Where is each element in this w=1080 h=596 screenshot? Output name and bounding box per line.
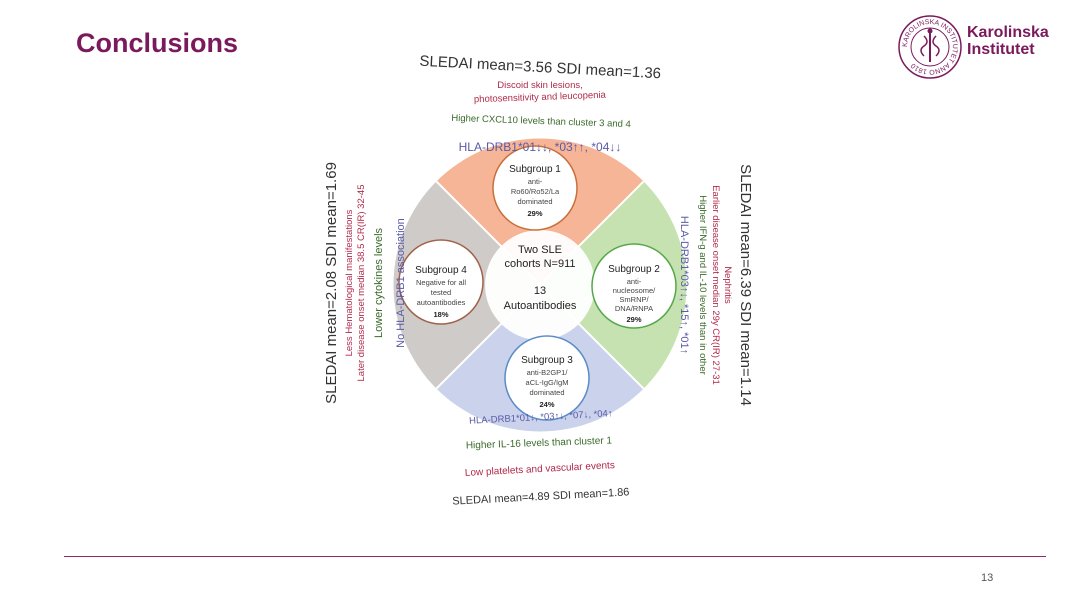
subgroup-2-desc-line: nucleosome/ [613, 286, 656, 295]
top-sledai-text: SLEDAI mean=3.56 SDI mean=1.36 [419, 53, 661, 83]
left-hla-text: No HLA-DRB1 association [395, 218, 407, 348]
bottom-sledai-text: SLEDAI mean=4.89 SDI mean=1.86 [452, 486, 630, 507]
subgroup-3-desc-line: dominated [529, 388, 564, 397]
karolinska-logo: KAROLINSKA INSTITUTET ANNO 1810 Karolins… [897, 14, 1049, 82]
footer-divider [64, 556, 1046, 557]
bottom-manifestation-text: Low platelets and vascular events [465, 460, 615, 479]
center-line-2: cohorts N=911 [504, 258, 575, 270]
page-number: 13 [981, 572, 994, 584]
center-line-1: Two SLE [518, 244, 562, 256]
right-sledai-text: SLEDAI mean=6.39 SDI mean=1.14 [737, 164, 754, 406]
subgroup-1-desc-line: anti- [528, 177, 543, 186]
subgroup-1-title: Subgroup 1 [509, 164, 561, 175]
subgroup-1-percent: 29% [527, 209, 542, 218]
subgroup-2-desc-line: SmRNP/ [619, 295, 649, 304]
left-manifestation-line: Less Hematological manifestations [344, 209, 355, 356]
left-manifestation-line: Later disease onset median 38.5 CR(IR) 3… [356, 185, 367, 382]
subgroup-4-desc-line: autoantibodies [417, 298, 466, 307]
subgroup-1-desc-line: Ro60/Ro52/La [511, 187, 560, 196]
slide-title: Conclusions [76, 28, 239, 58]
subgroup-3-desc-line: aCL-IgG/IgM [526, 378, 569, 387]
subgroup-3-title: Subgroup 3 [521, 355, 573, 366]
subgroup-2-title: Subgroup 2 [608, 264, 660, 275]
left-cytokine-text: Lower cytokines levels [373, 227, 385, 338]
center-line-4: Autoantibodies [504, 300, 577, 312]
subgroup-2-desc-line: anti- [627, 277, 642, 286]
subgroup-2-percent: 29% [626, 315, 641, 324]
subgroup-4-percent: 18% [433, 310, 448, 319]
subgroup-4-desc-line: Negative for all [416, 278, 466, 287]
left-sledai-text: SLEDAI mean=2.08 SDI mean=1.69 [323, 162, 340, 404]
subgroup-3-desc-line: anti-B2GP1/ [527, 368, 569, 377]
logo-line-1: Karolinska [967, 24, 1049, 41]
bottom-cytokine-text: Higher IL-16 levels than cluster 1 [466, 435, 613, 451]
right-hla-text: HLA-DRB1*03↑↓, *15↑, *01↑ [678, 216, 690, 354]
top-manifestation-line: Discoid skin lesions, [497, 80, 583, 91]
subgroup-3-percent: 24% [539, 400, 554, 409]
subgroup-1-circle [492, 145, 578, 231]
subgroup-1-desc-line: dominated [517, 197, 552, 206]
logo-wordmark: Karolinska Institutet [967, 24, 1049, 58]
subgroup-2-circle [591, 243, 677, 329]
top-hla-text: HLA-DRB1*01↓↓, *03↑↑, *04↓↓ [459, 140, 622, 154]
center-line-3: 13 [534, 285, 546, 297]
subgroup-2-desc-line: DNA/RNPA [615, 304, 653, 313]
subgroup-4-desc-line: tested [431, 288, 451, 297]
subgroup-3-circle [504, 335, 590, 421]
subgroup-4-circle [398, 239, 484, 325]
center-disc [485, 230, 595, 340]
right-manifestation-line: Earlier disease onset median 29y CR(IR) … [710, 185, 721, 385]
right-cytokine-text: Higher IFN-g and IL-10 levels than in ot… [697, 195, 708, 375]
seal-icon: KAROLINSKA INSTITUTET ANNO 1810 [898, 15, 962, 79]
logo-line-2: Institutet [967, 41, 1035, 58]
right-manifestation-line: Nephritis [722, 266, 733, 304]
top-cytokine-text: Higher CXCL10 levels than cluster 3 and … [451, 113, 631, 130]
subgroup-4-title: Subgroup 4 [415, 265, 467, 276]
top-manifestation-line: photosensitivity and leucopenia [474, 90, 607, 106]
